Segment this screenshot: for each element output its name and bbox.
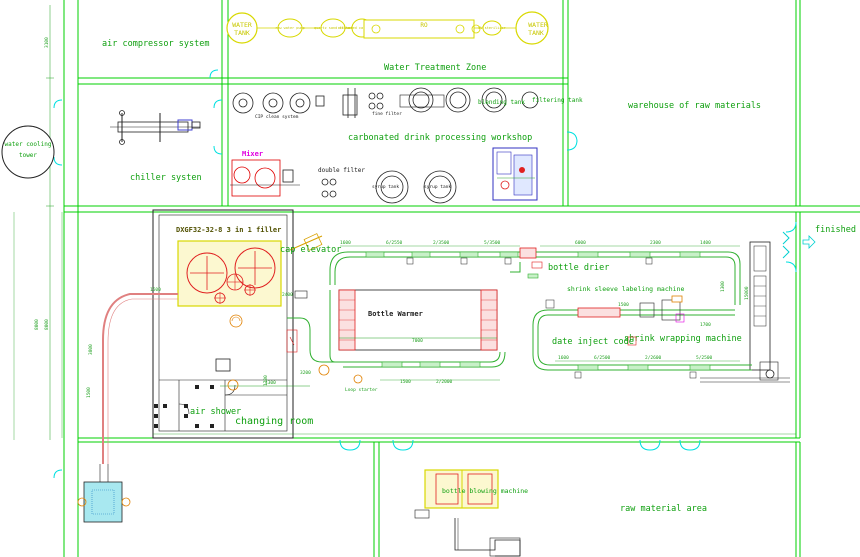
svg-text:2400: 2400 [282, 292, 293, 298]
water-treatment-zone: WATER TANK raw water pump quartz sand fi… [226, 11, 549, 45]
water-tank-right [515, 11, 549, 45]
shrink-wrapping-label: shrink wrapping machine [624, 334, 742, 344]
raw-material-area-label: raw material area [620, 504, 707, 514]
svg-text:5/2500: 5/2500 [696, 355, 713, 361]
svg-text:8000: 8000 [34, 319, 40, 330]
zone-label-air-compressor: air compressor system [102, 39, 209, 49]
svg-text:2/2000: 2/2000 [436, 379, 453, 385]
shrink-sleeve-label: shrink sleeve labeling machine [567, 285, 684, 293]
bottle-blowing-machine [414, 469, 521, 557]
svg-text:1700: 1700 [263, 375, 269, 386]
svg-text:quartz sand filter: quartz sand filter [314, 26, 352, 30]
svg-text:2300: 2300 [650, 240, 661, 246]
svg-text:1500: 1500 [618, 302, 629, 308]
changing-room-label: changing room [235, 416, 313, 427]
svg-text:1600: 1600 [558, 355, 569, 361]
svg-text:Mixer: Mixer [242, 150, 263, 158]
svg-text:1500: 1500 [86, 387, 92, 398]
svg-text:syrup tank: syrup tank [372, 184, 399, 190]
hall-dimensions: 8000 [34, 212, 796, 438]
filler-room [152, 209, 294, 439]
svg-text:syrup tank: syrup tank [424, 184, 451, 190]
svg-text:2/3500: 2/3500 [433, 240, 450, 246]
left-dimensions: 3100 3000 8000 [13, 5, 54, 440]
svg-text:double filter: double filter [318, 167, 365, 174]
cap-elevator [289, 233, 323, 251]
svg-text:blending tank: blending tank [478, 99, 525, 106]
svg-text:6/2500: 6/2500 [594, 355, 611, 361]
shrink-wrapper: 15000 [744, 241, 779, 381]
svg-text:WATER: WATER [528, 21, 548, 29]
cooling-tower-label: water cooling [5, 141, 52, 148]
svg-text:8000: 8000 [44, 319, 50, 330]
svg-text:6000: 6000 [575, 240, 586, 246]
svg-text:tower: tower [19, 152, 37, 159]
bottle-drier [510, 247, 543, 279]
conveyor-loop-2: Loop starter 1500 2/2000 3200 [300, 351, 506, 393]
svg-text:CIP clean system: CIP clean system [255, 114, 299, 120]
svg-text:15000: 15000 [744, 286, 750, 300]
svg-text:4300: 4300 [265, 380, 276, 386]
water-cooling-tower [1, 125, 55, 179]
double-filter: double filter syrup tank syrup tank [318, 167, 457, 204]
svg-text:1500: 1500 [400, 379, 411, 385]
svg-text:TANK: TANK [528, 29, 544, 37]
air-conveyor-in: 3800 1500 1500 [77, 287, 178, 523]
carbonated-equipment: CIP clean system fine filter [232, 87, 539, 120]
chiller-equipment [110, 110, 201, 145]
svg-text:raw water pump: raw water pump [275, 26, 305, 30]
svg-text:2/2600: 2/2600 [645, 355, 662, 361]
zone-label-finished: finished p [815, 225, 860, 235]
svg-text:TANK: TANK [234, 29, 250, 37]
svg-text:WATER: WATER [232, 21, 252, 29]
svg-text:1700: 1700 [700, 322, 711, 328]
output-conveyor: 2400 1700 4300 [220, 290, 335, 391]
svg-text:1300: 1300 [720, 281, 726, 292]
bottle-blowing-label: bottle blowing machine [442, 487, 528, 495]
conveyor-loop-4: 1600 6/2500 2/2600 5/2500 [532, 299, 790, 383]
svg-text:fine filter: fine filter [372, 111, 402, 117]
svg-text:7000: 7000 [412, 338, 423, 344]
svg-text:activated carbon filter: activated carbon filter [338, 26, 386, 30]
conveyor-loop-1: 1600 6/2550 2/3500 5/3500 [329, 240, 520, 363]
shrink-sleeve-labeler: 1700 1500 [548, 295, 735, 328]
svg-text:RO: RO [420, 22, 428, 29]
bottle-warmer-label: Bottle Warmer [368, 310, 423, 318]
filler-machine [177, 240, 282, 328]
zone-label-water-treatment: Water Treatment Zone [384, 63, 486, 73]
air-shower-label: air shower [190, 407, 241, 417]
svg-text:UV sterilizer: UV sterilizer [478, 26, 505, 30]
zone-label-chiller: chiller systen [130, 173, 202, 183]
mixer-equipment: Mixer [230, 150, 300, 197]
svg-text:3100: 3100 [44, 37, 50, 48]
svg-text:1500: 1500 [150, 287, 161, 293]
bottle-blowing-unit [83, 481, 123, 523]
carbonator [492, 147, 538, 201]
svg-text:3200: 3200 [300, 370, 311, 376]
conveyor-loop-3: 6000 2300 1400 1300 [536, 240, 741, 305]
svg-text:filtering tank: filtering tank [532, 97, 583, 104]
bottle-warmer: 7000 [338, 289, 498, 351]
svg-text:6/2550: 6/2550 [386, 240, 403, 246]
svg-text:1400: 1400 [700, 240, 711, 246]
cap-elevator-label: cap elevator [280, 245, 341, 255]
svg-text:Loop starter: Loop starter [345, 387, 378, 393]
date-inject-label: date inject code [552, 337, 634, 347]
zone-label-carbonated-workshop: carbonated drink processing workshop [348, 133, 532, 143]
filler-title: DXGF32-32-8 3 in 1 filler [176, 226, 281, 234]
svg-text:3800: 3800 [88, 344, 94, 355]
zone-label-warehouse-raw: warehouse of raw materials [628, 101, 761, 111]
svg-text:5/3500: 5/3500 [484, 240, 501, 246]
bottle-drier-label: bottle drier [548, 263, 609, 273]
ro-unit [363, 19, 475, 39]
svg-text:1600: 1600 [340, 240, 351, 246]
